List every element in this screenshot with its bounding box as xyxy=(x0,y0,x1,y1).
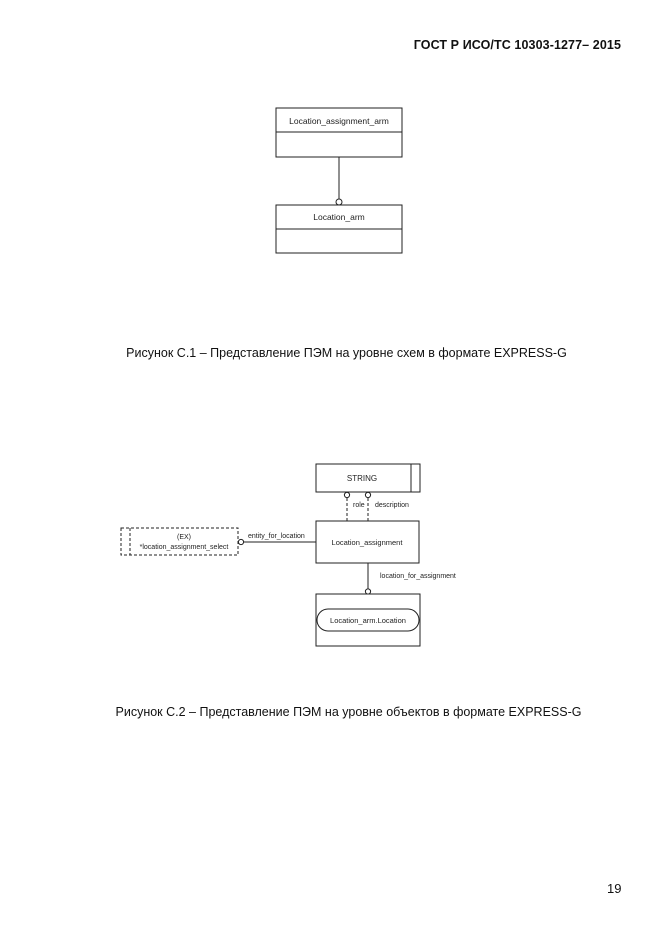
page-number: 19 xyxy=(607,881,622,896)
relationship-end-circle xyxy=(335,198,343,206)
document-header: ГОСТ Р ИСО/ТС 10303-1277– 2015 xyxy=(413,38,621,52)
attr-location-for-assignment-label: location_for_assignment xyxy=(380,573,456,580)
select-type-ex-label: (EX) xyxy=(177,534,191,541)
entity-label-location-arm: Location_arm xyxy=(313,212,365,222)
figure-c1-caption: Рисунок С.1 – Представление ПЭМ на уровн… xyxy=(126,346,567,360)
figure-c1-diagram: Location_assignment_arm Location_arm xyxy=(275,107,403,254)
string-type-label: STRING xyxy=(347,474,377,483)
entity-label-location-assignment: Location_assignment xyxy=(332,538,404,547)
entity-label-location-assignment-arm: Location_assignment_arm xyxy=(289,116,389,126)
page-reference-oval xyxy=(316,608,420,632)
location-for-assignment-circle xyxy=(364,588,372,595)
entity-box-location-assignment xyxy=(315,520,420,564)
figure-c2-caption: Рисунок С.2 – Представление ПЭМ на уровн… xyxy=(115,705,582,719)
entity-label-location-arm-location: Location_arm.Location xyxy=(330,616,406,625)
figure-c2-diagram: STRING role description Location_assignm… xyxy=(120,463,456,647)
attr-entity-for-location-label: entity_for_location xyxy=(248,533,305,540)
attr-role-label: role xyxy=(353,502,365,509)
entity-for-location-circle xyxy=(237,538,245,546)
role-link-circle xyxy=(343,491,351,499)
description-link-circle xyxy=(364,491,372,499)
select-type-box xyxy=(120,527,239,556)
select-type-name-label: *location_assignment_select xyxy=(140,544,229,551)
attr-description-label: description xyxy=(375,502,409,509)
